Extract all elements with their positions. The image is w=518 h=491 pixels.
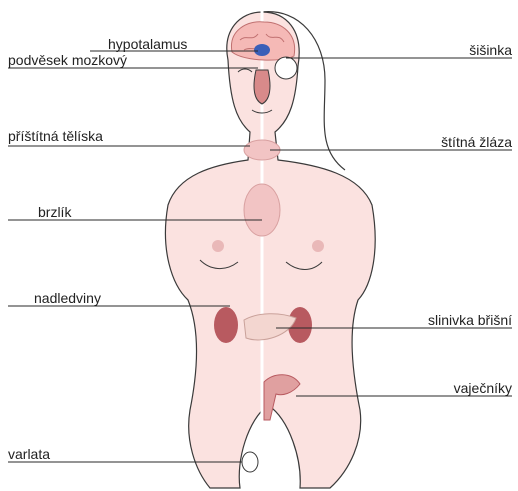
label-vajecniky: vaječníky	[454, 380, 512, 396]
label-nadledviny: nadledviny	[34, 290, 101, 306]
label-brzlik: brzlík	[38, 204, 71, 220]
label-pristitna-teliska: příštítná tělíska	[8, 128, 103, 144]
label-stitna-zlaza: štítná žláza	[441, 134, 512, 150]
testis	[242, 452, 258, 472]
kidney-left	[214, 307, 238, 343]
hypothalamus-marker	[254, 44, 270, 56]
label-slinivka-brisni: slinivka břišní	[428, 312, 512, 328]
label-hypotalamus: hypotalamus	[108, 36, 187, 52]
label-podvesek-mozkovy: podvěsek mozkový	[8, 52, 127, 68]
label-varlata: varlata	[8, 446, 50, 462]
nose	[254, 70, 270, 104]
pineal-eye	[275, 57, 297, 79]
thymus	[244, 184, 280, 236]
label-sisinka: šišinka	[469, 42, 512, 58]
nipple-right	[312, 240, 324, 252]
nipple-left	[212, 240, 224, 252]
